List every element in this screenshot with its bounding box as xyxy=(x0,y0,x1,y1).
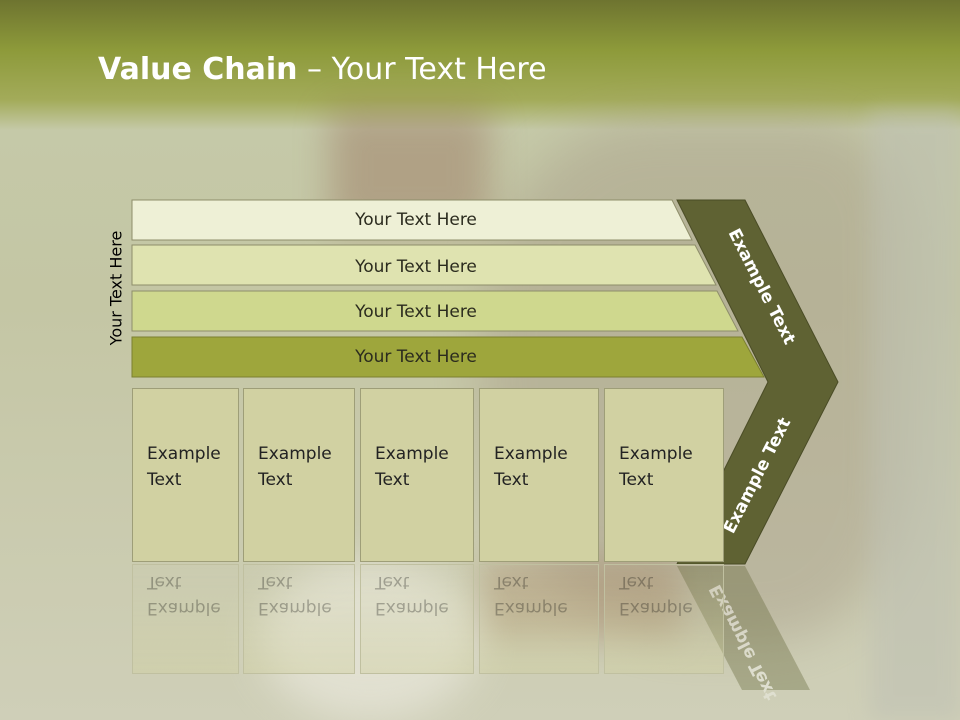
column-reflection-label-2: Example Text xyxy=(258,572,332,618)
row-label-4: Your Text Here xyxy=(354,347,477,367)
column-box-3: Example Text xyxy=(360,388,474,562)
background-shape xyxy=(870,110,960,720)
row-label-3: Your Text Here xyxy=(354,302,477,322)
column-box-5: Example Text xyxy=(604,388,724,562)
column-reflection-1: Example Text xyxy=(132,564,239,674)
slide-title: Value Chain – Your Text Here xyxy=(98,52,547,87)
column-reflection-2: Example Text xyxy=(243,564,355,674)
column-label-1: Example Text xyxy=(147,444,221,490)
row-bar-4 xyxy=(131,336,765,378)
column-box-4: Example Text xyxy=(479,388,599,562)
column-reflection-label-3: Example Text xyxy=(375,572,449,618)
row-bar-2 xyxy=(131,244,717,286)
column-box-1: Example Text xyxy=(132,388,239,562)
row-label-1: Your Text Here xyxy=(354,210,477,230)
title-bold: Value Chain xyxy=(98,52,298,87)
column-reflection-5: Example Text xyxy=(604,564,724,674)
column-reflection-label-5: Example Text xyxy=(619,572,693,618)
column-reflection-4: Example Text xyxy=(479,564,599,674)
column-box-2: Example Text xyxy=(243,388,355,562)
row-bar-1 xyxy=(131,199,693,241)
column-label-2: Example Text xyxy=(258,444,332,490)
title-rest: – Your Text Here xyxy=(297,52,547,87)
column-reflection-label-1: Example Text xyxy=(147,572,221,618)
column-reflection-3: Example Text xyxy=(360,564,474,674)
row-bar-3 xyxy=(131,290,739,332)
column-label-5: Example Text xyxy=(619,444,693,490)
column-label-4: Example Text xyxy=(494,444,568,490)
chevron-arrow xyxy=(676,199,839,565)
background-shape xyxy=(260,560,480,720)
column-label-3: Example Text xyxy=(375,444,449,490)
row-label-2: Your Text Here xyxy=(354,257,477,277)
column-reflection-label-4: Example Text xyxy=(494,572,568,618)
background-shape xyxy=(480,560,680,640)
